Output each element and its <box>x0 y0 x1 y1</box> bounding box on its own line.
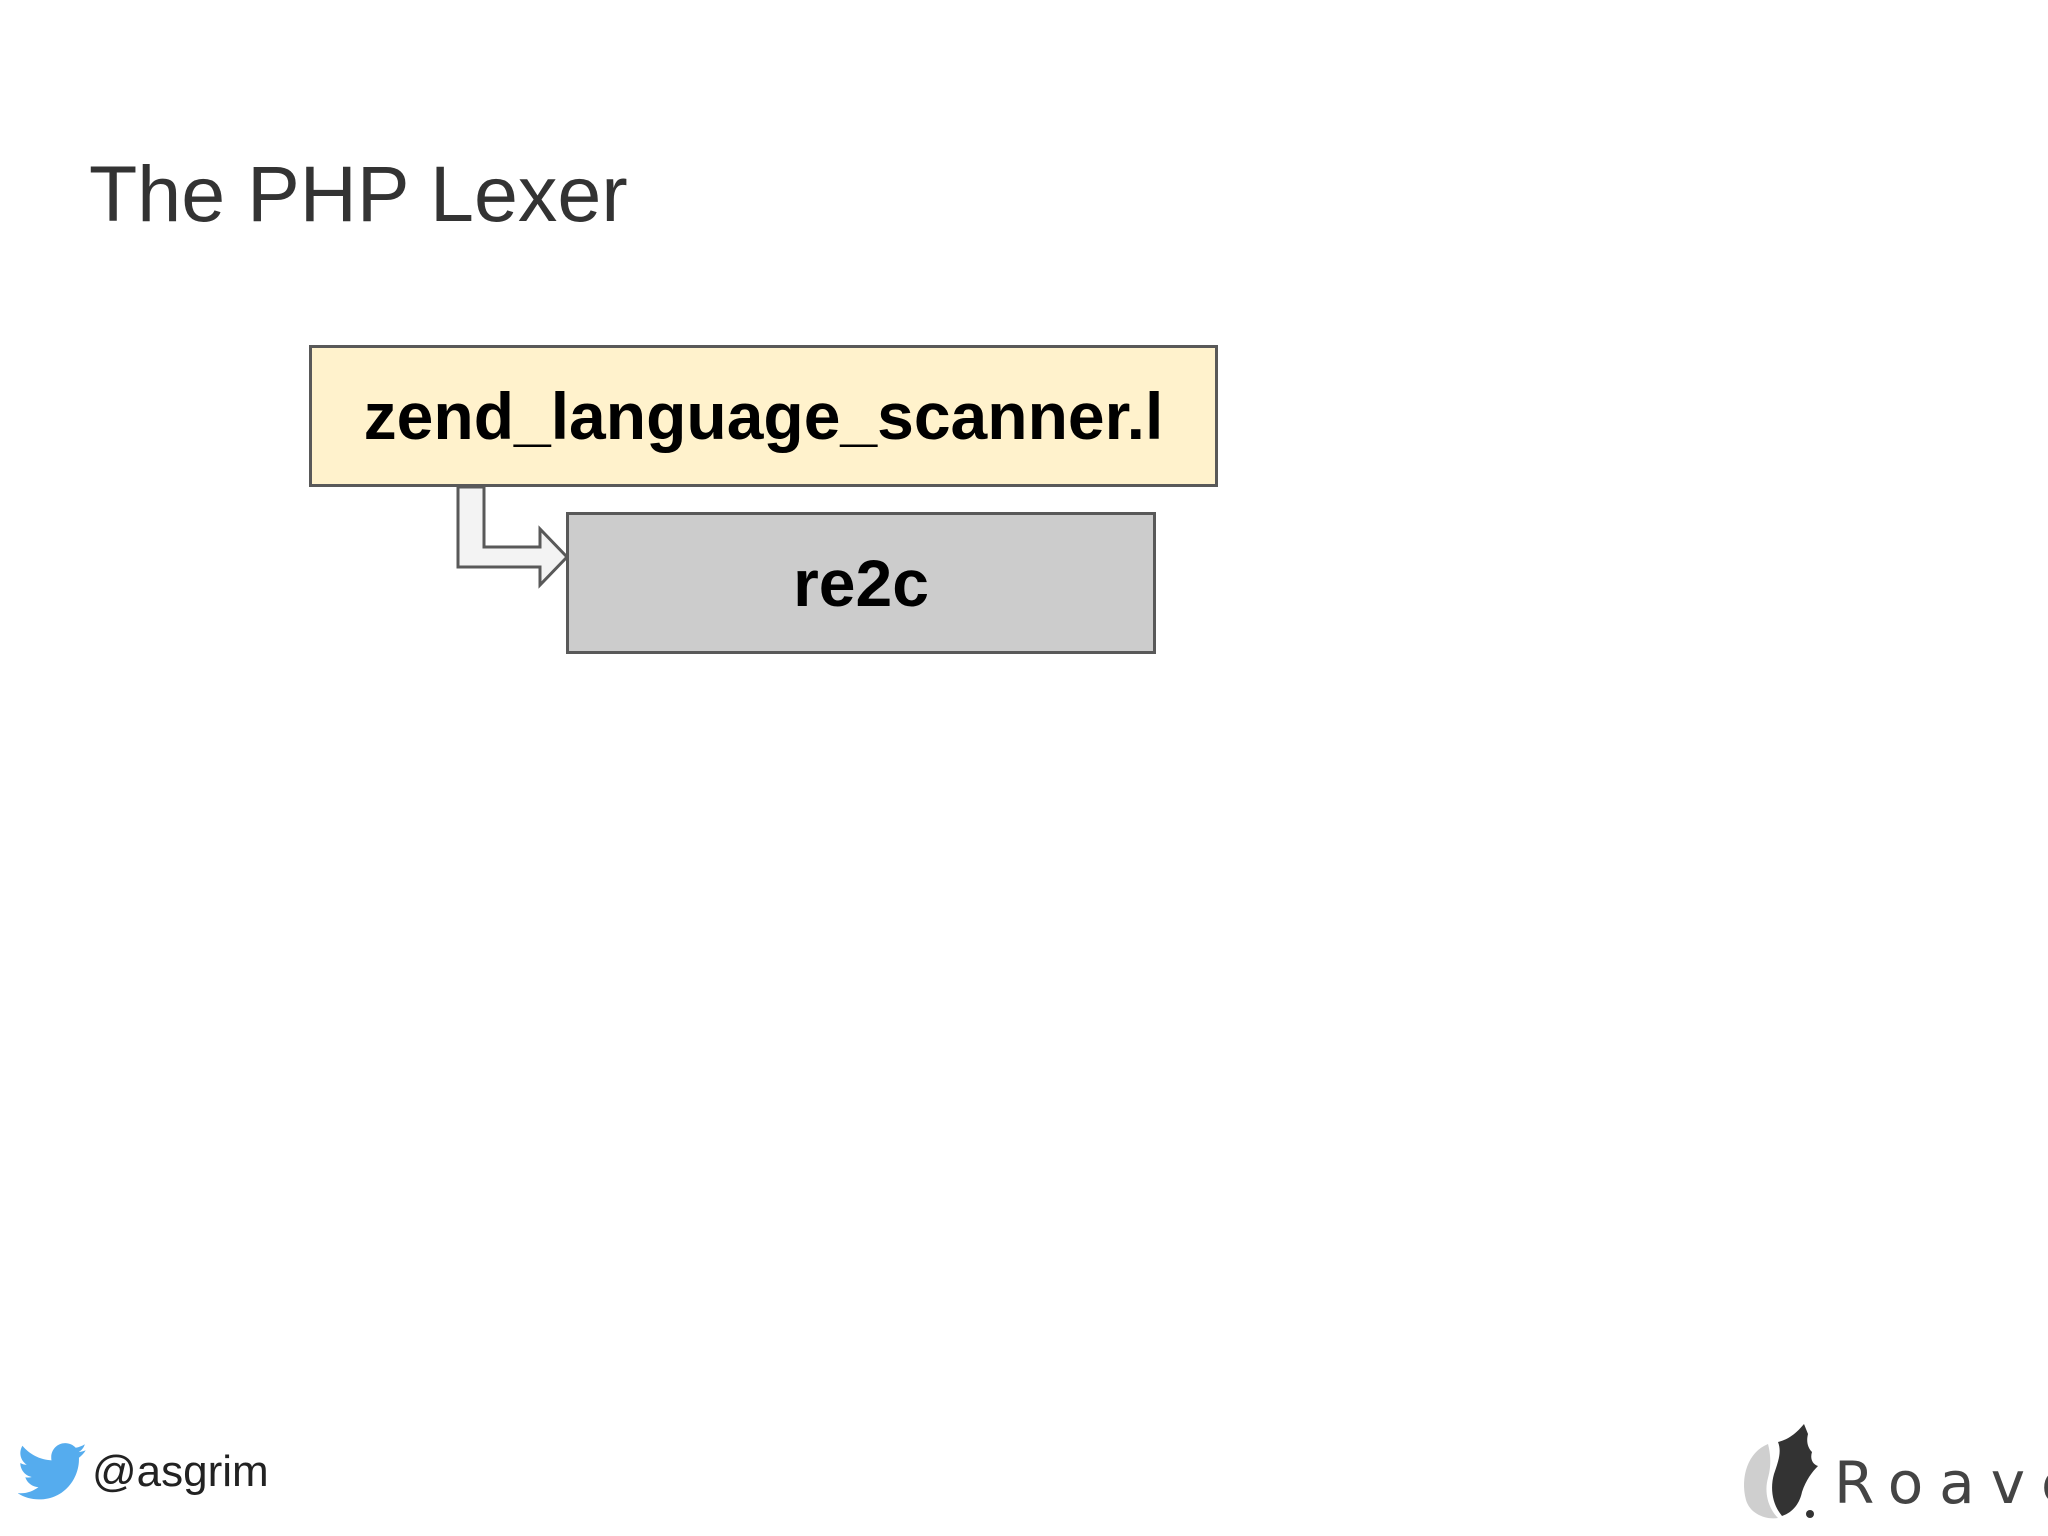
diagram-node-tool: re2c <box>566 512 1156 654</box>
bent-arrow-connector <box>456 485 570 589</box>
logo-light-shape <box>1744 1444 1778 1519</box>
twitter-handle: @asgrim <box>18 1442 269 1502</box>
page-title: The PHP Lexer <box>89 149 628 238</box>
logo-dark-shape <box>1772 1424 1818 1516</box>
twitter-handle-text: @asgrim <box>92 1447 269 1496</box>
roave-logo-icon <box>1744 1424 1818 1519</box>
diagram-node-label: re2c <box>793 546 929 620</box>
twitter-bird-icon <box>18 1443 87 1500</box>
brand-logo: Roave <box>1738 1422 2048 1522</box>
bent-arrow-shape <box>456 485 570 589</box>
diagram-node-label: zend_language_scanner.l <box>363 379 1164 453</box>
diagram-node-source: zend_language_scanner.l <box>309 345 1218 487</box>
brand-name: Roave <box>1834 1449 2048 1517</box>
logo-dot <box>1806 1510 1814 1518</box>
